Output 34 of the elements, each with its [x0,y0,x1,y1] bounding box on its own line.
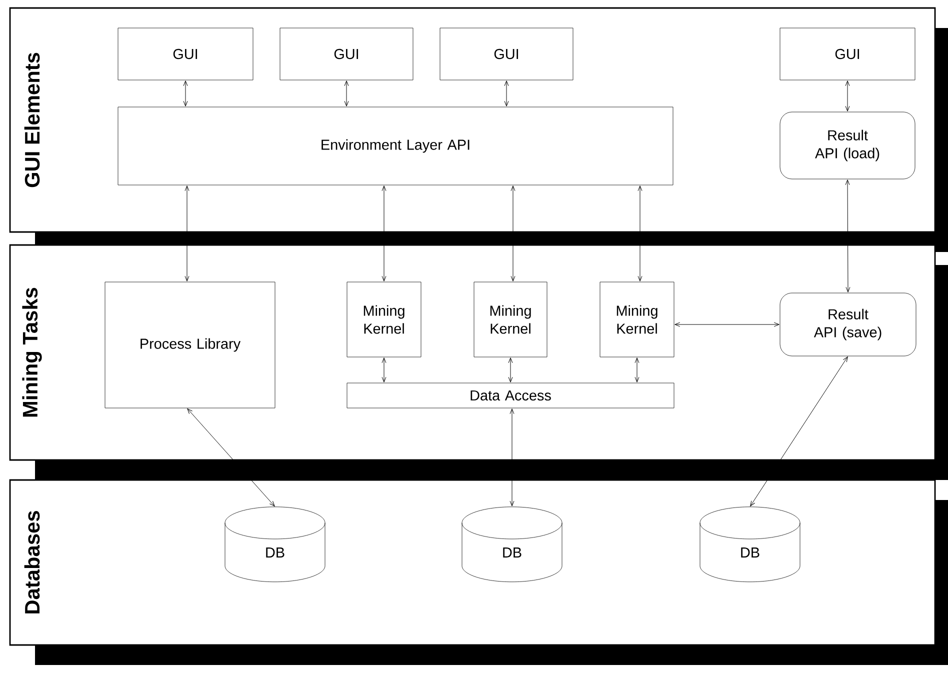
arrow [845,80,850,112]
arrow [382,358,386,382]
layer-heading: Databases [24,511,40,614]
arrow [674,322,780,327]
arrow [382,186,386,282]
arrow [510,186,516,282]
database-cylinder: DB [462,506,562,582]
arrow [508,358,513,382]
api-box: Result API (load) [780,112,916,180]
arrow [510,408,514,506]
database-cylinder: DB [224,506,326,582]
arrow [187,408,275,506]
layer-heading: GUI Elements [24,52,40,188]
component-box: Process Library [104,282,276,408]
component-box: Mining Kernel [600,282,674,358]
component-box: GUI [118,28,254,80]
arrow [184,186,190,282]
layer-heading: Mining Tasks [22,288,42,417]
component-box: GUI [440,28,574,80]
arrow [845,180,850,292]
component-box: Data Access [346,382,674,408]
arrow [634,358,640,382]
arrow [344,80,349,106]
arrow [183,80,188,106]
api-box: Result API (save) [780,292,916,356]
component-box: GUI [280,28,414,80]
component-box: GUI [780,28,916,80]
component-box: Environment Layer API [118,106,674,186]
arrow [750,356,848,506]
arrow [504,80,509,106]
database-cylinder: DB [700,506,800,582]
component-box: Mining Kernel [346,282,422,358]
component-box: Mining Kernel [474,282,548,358]
arrow [638,186,642,282]
